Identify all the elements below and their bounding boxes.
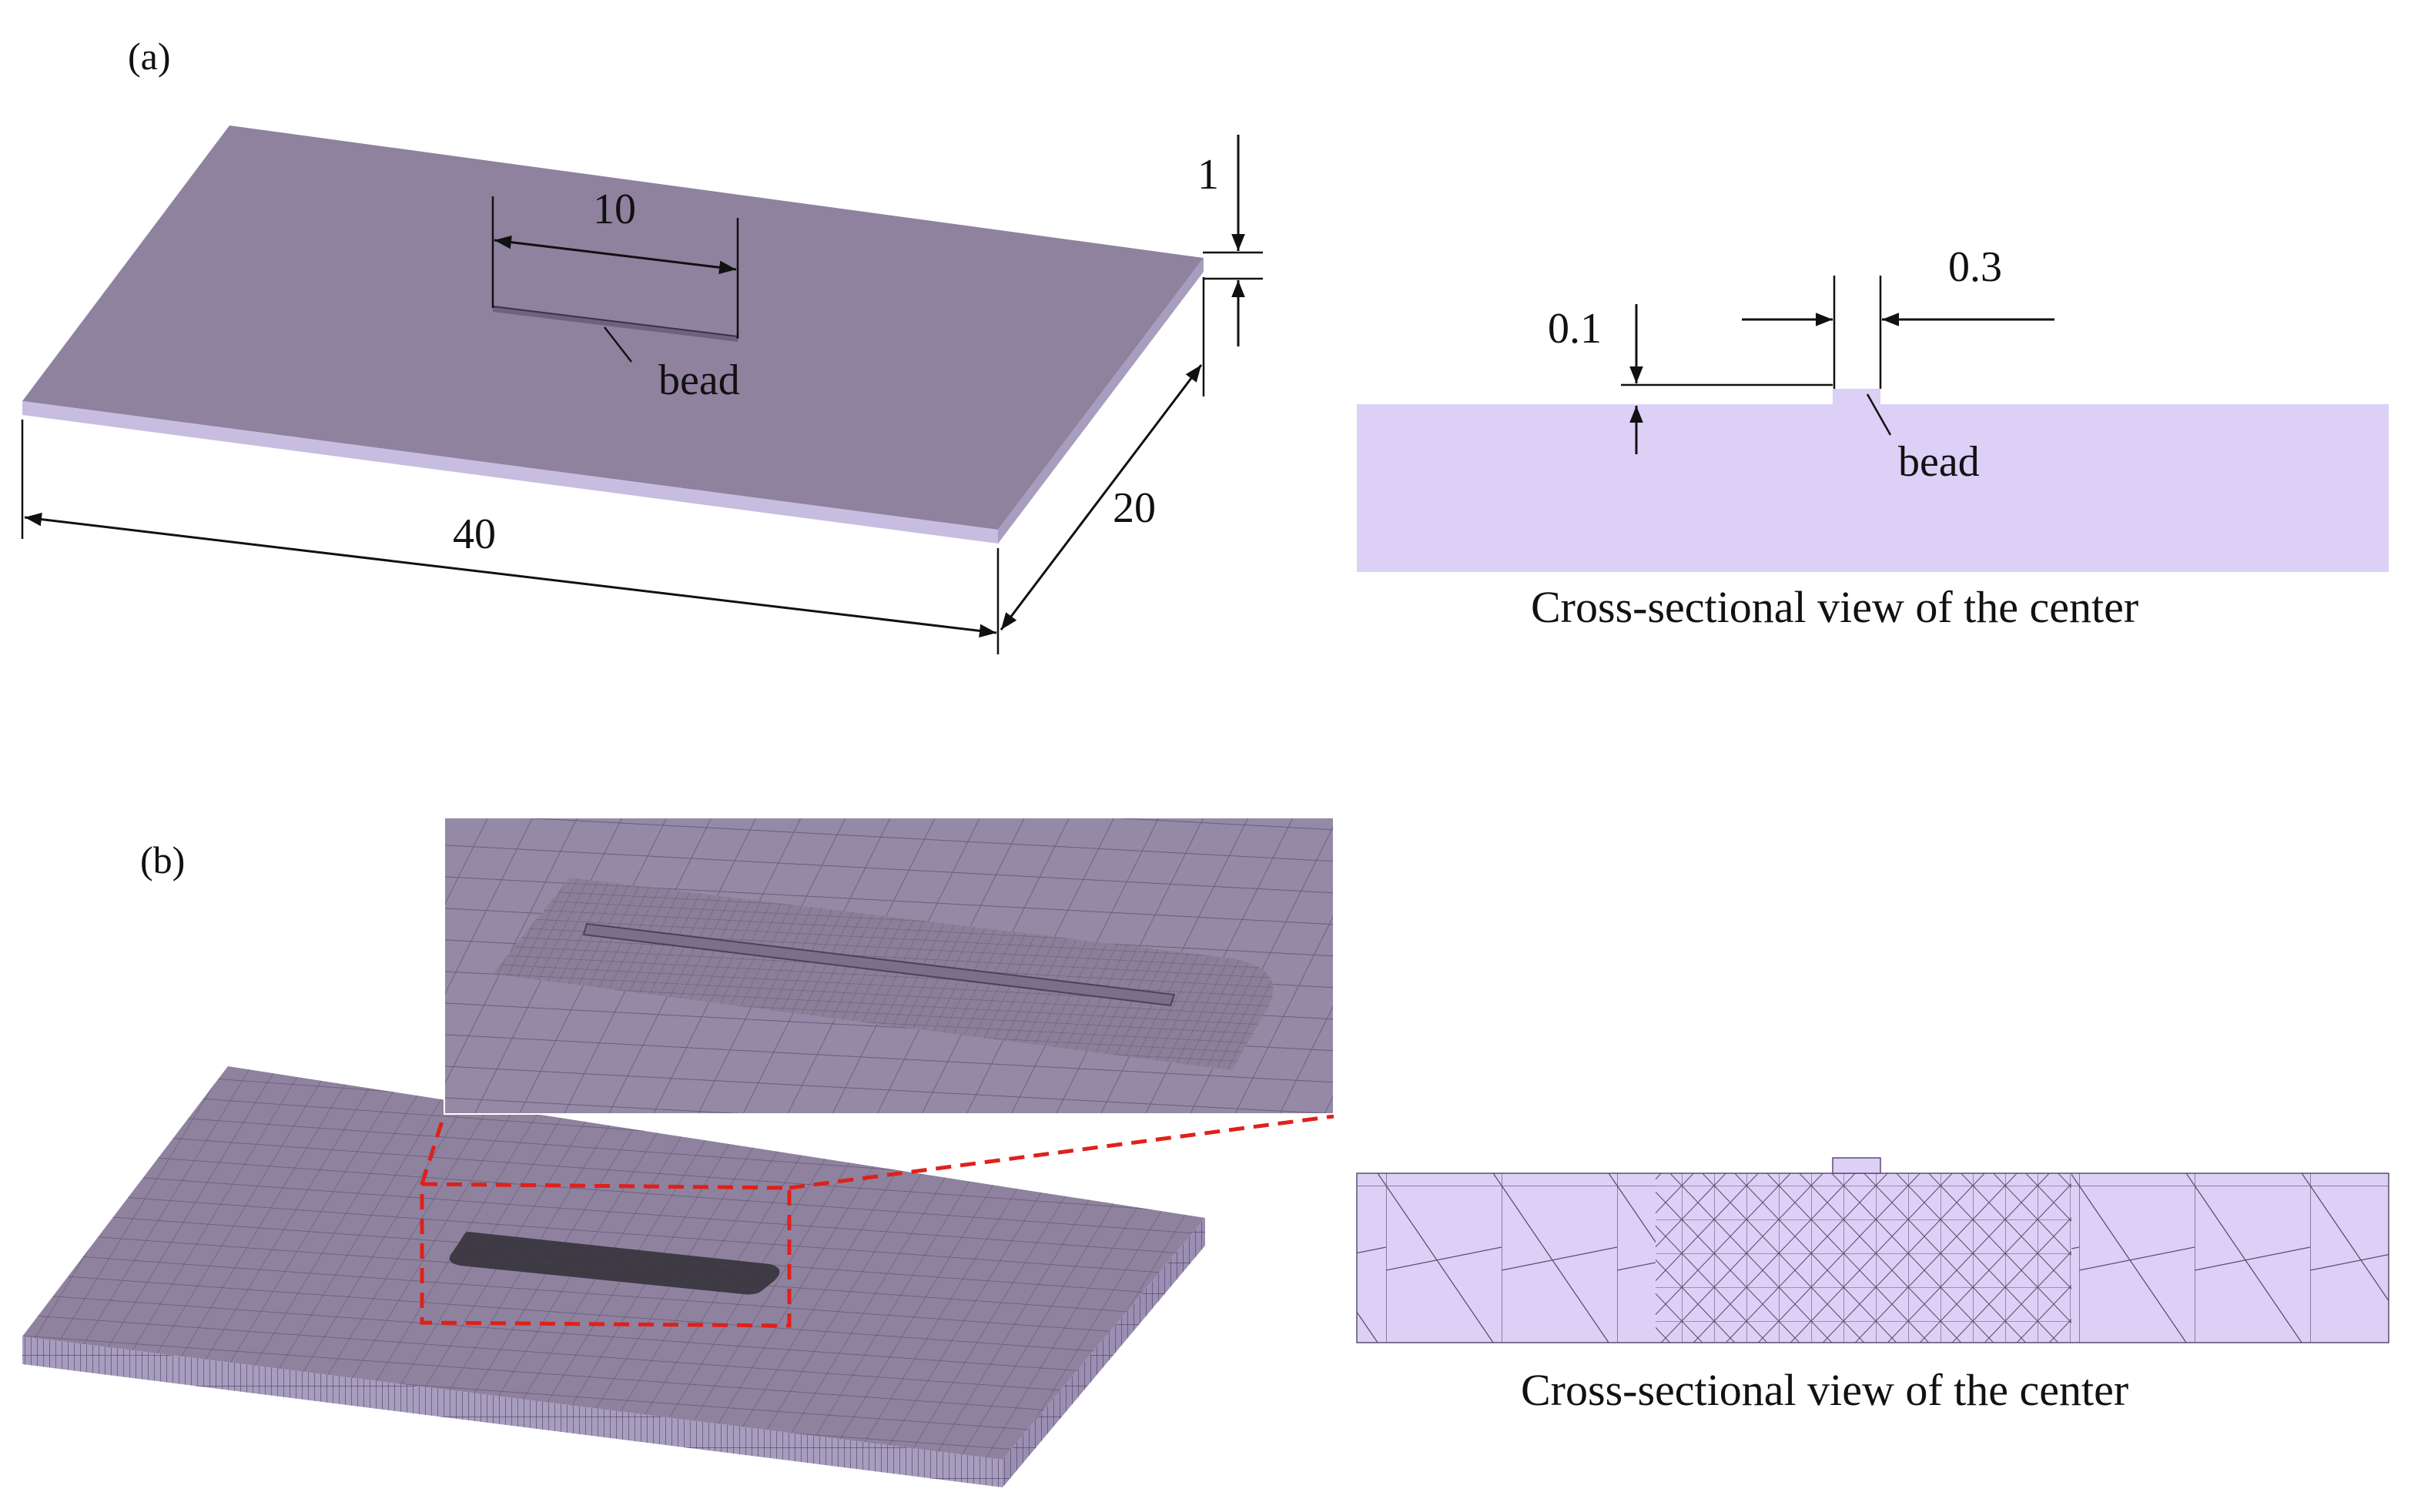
section-a-bead — [1833, 389, 1880, 404]
section-b-caption: Cross-sectional view of the center — [1521, 1365, 2128, 1415]
dim-thickness-label: 1 — [1197, 151, 1219, 199]
section-b: Cross-sectional view of the center — [1356, 1157, 2389, 1415]
dim-bead-length: 10 — [491, 186, 739, 339]
section-a-caption: Cross-sectional view of the center — [1531, 582, 2138, 632]
zoom-inset — [444, 818, 1334, 1114]
bead-3d — [492, 306, 738, 342]
panel-b-label: (b) — [140, 838, 185, 881]
dim-plate-width: 20 — [1000, 277, 1205, 631]
section-a-bead-label: bead — [1898, 438, 1980, 486]
plate-front-face — [22, 401, 998, 544]
section-a-plate — [1357, 404, 2389, 572]
meshed-bead-region — [449, 1232, 780, 1295]
zoom-inset-border — [444, 817, 1334, 1115]
panel-b: (b) — [22, 817, 2389, 1487]
zoom-selection-box — [420, 1182, 792, 1328]
dim-plate-length-label: 40 — [453, 510, 496, 558]
dim-plate-width-label: 20 — [1113, 484, 1156, 532]
section-b-bead — [1832, 1157, 1881, 1174]
dim-thickness: 1 — [1197, 135, 1263, 346]
section-a: 0.1 0.3 bead Cross-sectional view of the… — [1357, 243, 2389, 632]
panel-a: (a) 10 bead 1 — [21, 35, 2389, 654]
bead-callout: bead — [604, 326, 740, 404]
panel-a-label: (a) — [128, 35, 171, 78]
dim-bead-length-label: 10 — [593, 186, 636, 233]
zoom-connector-right — [789, 1114, 1334, 1190]
zoom-connector-left — [420, 1113, 447, 1185]
dim-bead-width-label: 0.3 — [1948, 243, 2002, 291]
plate-top-face — [22, 125, 1204, 530]
dim-plate-length: 40 — [21, 420, 1000, 654]
dim-bead-height-label: 0.1 — [1548, 305, 1602, 353]
plate-3d — [22, 125, 1204, 544]
bead-label: bead — [658, 356, 740, 404]
